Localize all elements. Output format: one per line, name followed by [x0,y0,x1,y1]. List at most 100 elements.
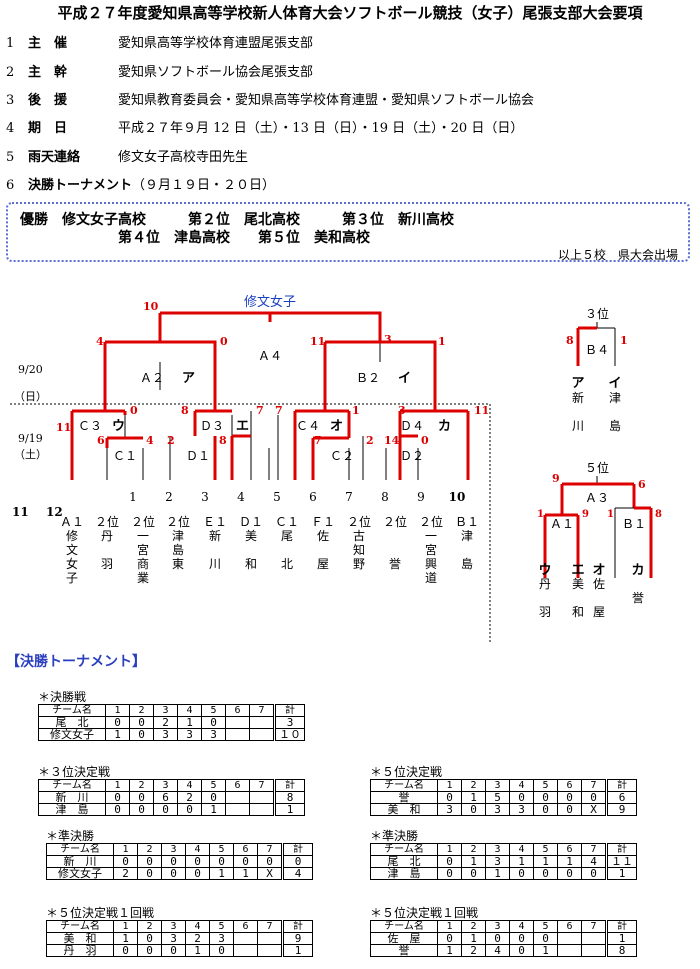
score: 9 [582,509,589,520]
scoreboard-caption: ＊３位決定戦 [38,765,111,779]
team-name-char: 古 [353,528,365,543]
inning-cell: 0 [209,855,234,868]
inning-cell: X [581,803,607,816]
total-cell: 1 [605,932,637,945]
total-cell: 1 [281,944,313,957]
inning-cell [233,932,258,945]
inning-cell: 7 [249,779,275,792]
inning-cell: 2 [461,944,486,957]
inning-cell: 1 [209,867,234,880]
slot-number: 4 [237,490,245,504]
kana-label: オ [330,419,343,434]
score: 4 [146,434,154,447]
inning-cell: 0 [581,791,607,804]
seed-label: Ａ１ [60,515,84,529]
team-cell: チーム名 [370,779,438,792]
results-line-2: 第４位 津島高校 第５位 美和高校 [118,230,370,246]
score: 9 [552,472,560,485]
slot-number: 6 [309,490,317,504]
scoreboard-caption: ＊５位決定戦１回戦 [370,906,479,920]
total-cell: 4 [281,867,313,880]
inning-cell: 6 [225,704,250,717]
team-cell: チーム名 [38,779,106,792]
total-cell: 3 [273,716,305,729]
slot-number: 11 [12,505,29,519]
inning-cell: 1 [105,779,130,792]
total-cell: 計 [273,779,305,792]
seed-label: ２位 [131,514,155,529]
inning-cell: 1 [437,944,462,957]
results-note: 以上５校 県大会出場 [557,248,678,262]
info-label: 主 幹 [28,65,68,80]
team-cell: 津 島 [38,803,106,816]
inning-cell: 4 [185,843,210,856]
total-cell: 計 [605,843,637,856]
inning-cell [249,791,275,804]
inning-cell: 3 [177,728,202,741]
team-cell: チーム名 [38,704,106,717]
team-name: 羽 [539,605,551,619]
inning-cell: 5 [485,791,510,804]
inning-cell: 1 [533,944,558,957]
game-label: Ｂ４ [585,343,609,357]
tournament-bracket: 修文女子 Ａ４ Ａ２ ア Ｂ２ イ Ｃ３ ウ Ｃ１ Ｄ３ エ Ｄ１ Ｃ４ オ Ｃ… [10,294,662,642]
team-name: 和 [572,605,584,619]
team-name-char: 美 [245,529,257,543]
section-title: 【決勝トーナメント】 [6,654,146,670]
team-name-char: 屋 [317,557,329,571]
results-line-1: 優勝 修文女子高校 第２位 尾北高校 第３位 新川高校 [20,212,454,228]
slot-number: 7 [345,490,353,504]
total-cell: １１ [605,855,637,868]
inning-cell: 3 [161,920,186,933]
team-name-char: 佐 [317,529,329,543]
inning-cell: 1 [509,855,534,868]
inning-cell: 2 [461,779,486,792]
team-name: 誉 [632,591,644,605]
team-cell: 丹 羽 [46,944,114,957]
score: 2 [167,434,175,447]
total-cell: 計 [281,843,313,856]
inning-cell: 1 [177,716,202,729]
inning-cell: 0 [509,867,534,880]
seed-label: Ｃ１ [275,515,299,529]
scoreboard-caption: ＊準決勝 [370,829,419,843]
inning-cell: 1 [557,855,582,868]
seed-label: Ｆ１ [311,515,335,529]
slot-number: 1 [129,490,137,504]
team-cell: 美 和 [370,803,438,816]
inning-cell: 0 [533,791,558,804]
inning-cell: 4 [185,920,210,933]
info-num: 3 [6,93,15,108]
team-cell: 佐 屋 [370,932,438,945]
total-cell: 9 [605,803,637,816]
seed-label: Ｅ１ [203,515,227,529]
score: 11 [310,335,325,348]
team-cell: チーム名 [46,843,114,856]
info-label: 雨天連絡 [28,150,81,165]
team-name: 屋 [593,605,605,619]
inning-cell: 1 [533,855,558,868]
info-value: 愛知県ソフトボール協会尾張支部 [118,65,314,80]
inning-cell: 0 [201,791,226,804]
inning-cell: 1 [113,920,138,933]
inning-cell: 2 [113,867,138,880]
third-bracket-red [576,326,597,366]
inning-cell: 3 [161,932,186,945]
score: 8 [181,404,189,417]
inning-cell: 0 [153,803,178,816]
team-name-char: 興 [425,557,437,571]
inning-cell: 0 [113,944,138,957]
inning-cell: 6 [153,791,178,804]
inning-cell: 4 [177,779,202,792]
inning-cell: 6 [557,843,582,856]
inning-cell: 5 [533,920,558,933]
total-cell: 計 [605,920,637,933]
team-cell: 尾 北 [370,855,438,868]
inning-cell: 4 [485,944,510,957]
seed-label: ２位 [383,514,407,529]
team-name-char: 知 [353,543,365,557]
team-name-char: 野 [353,557,365,571]
